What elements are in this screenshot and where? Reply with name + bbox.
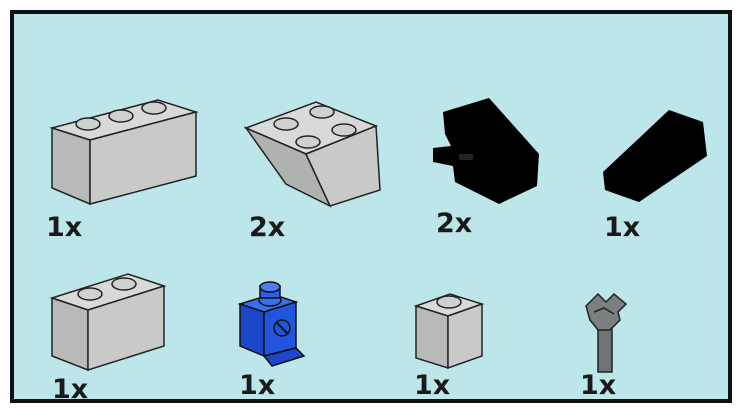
quantity-label: 2x [249, 214, 285, 241]
brick-1x2-icon [48, 266, 168, 366]
quantity-label: 1x [52, 376, 88, 403]
inverted-slope-2x2-icon [246, 98, 386, 208]
part-gray-brick-1x2 [48, 266, 168, 366]
part-gray-inverted-slope-2x2 [246, 98, 386, 208]
quantity-label: 1x [239, 372, 275, 399]
black-slope-icon [429, 94, 544, 204]
quantity-label: 1x [580, 372, 616, 399]
part-black-slope [429, 94, 544, 204]
brick-1x1-icon [412, 284, 488, 370]
quantity-label: 1x [414, 372, 450, 399]
parts-list-panel: 1x 2x 2x 1x [10, 10, 732, 403]
part-blue-brick-1x1-clip [236, 284, 316, 370]
quantity-label: 2x [436, 210, 472, 237]
brick-1x1-clip-icon [236, 284, 316, 370]
brick-1x3-icon [48, 92, 198, 202]
part-dark-gray-claw-bar [580, 290, 634, 374]
claw-bar-icon [580, 290, 634, 374]
part-black-wedge [599, 106, 714, 202]
quantity-label: 1x [604, 214, 640, 241]
part-gray-brick-1x1 [412, 284, 488, 370]
quantity-label: 1x [46, 214, 82, 241]
part-gray-brick-1x3 [48, 92, 198, 202]
black-wedge-icon [599, 106, 714, 202]
